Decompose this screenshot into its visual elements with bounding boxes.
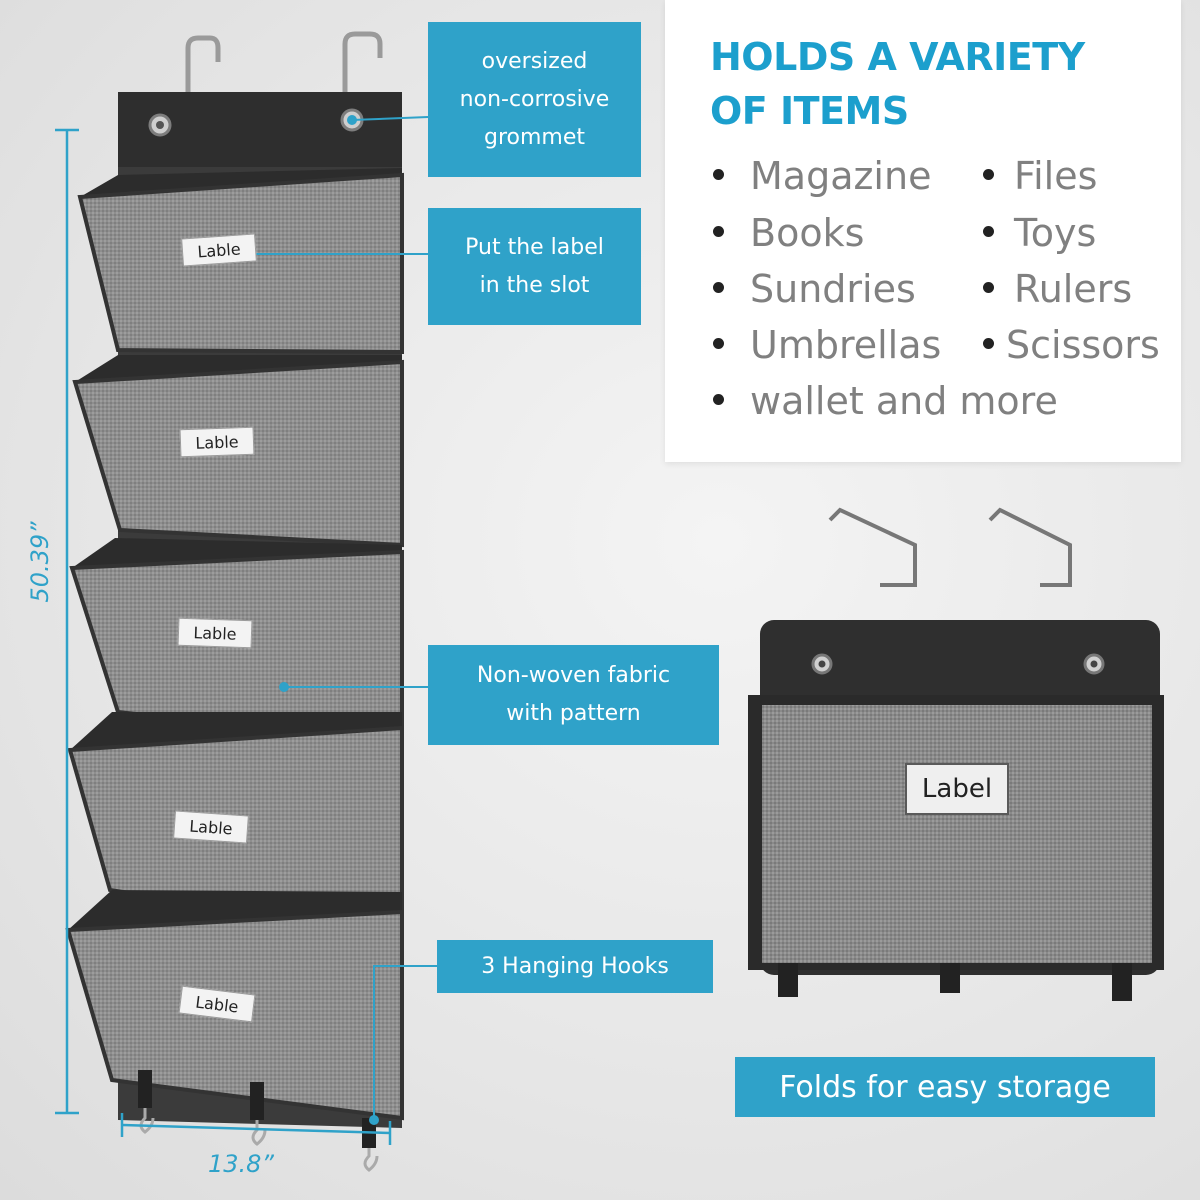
item-files: Files bbox=[983, 154, 1097, 198]
item-toys: Toys bbox=[983, 211, 1096, 255]
callout-fabric: Non-woven fabric with pattern bbox=[428, 645, 719, 745]
folded-front-pocket bbox=[762, 705, 1152, 963]
item-umbrellas: Umbrellas bbox=[713, 323, 941, 367]
bullet-icon bbox=[713, 338, 724, 349]
pocket-label-3: Lable bbox=[177, 617, 253, 649]
bottom-hooks bbox=[138, 1070, 379, 1172]
info-card: HOLDS A VARIETY OF ITEMS Magazine Books … bbox=[665, 0, 1181, 462]
width-dimension-label: 13.8” bbox=[208, 1150, 274, 1178]
loose-hook-right bbox=[988, 507, 1072, 587]
hanging-organizer-illustration bbox=[55, 31, 437, 1172]
pocket-3 bbox=[69, 538, 404, 748]
door-hook-right bbox=[342, 31, 383, 100]
width-dimension-line bbox=[120, 1113, 392, 1145]
item-rulers: Rulers bbox=[983, 267, 1132, 311]
callout-hooks: 3 Hanging Hooks bbox=[437, 940, 713, 993]
pocket-label-4: Lable bbox=[173, 810, 249, 844]
folded-label: Label bbox=[905, 763, 1009, 815]
callout-label-slot: Put the label in the slot bbox=[428, 208, 641, 325]
bullet-icon bbox=[713, 394, 724, 405]
folded-organizer-illustration bbox=[748, 507, 1164, 1001]
bullet-icon bbox=[983, 338, 994, 349]
storage-banner: Folds for easy storage bbox=[735, 1057, 1155, 1117]
item-books: Books bbox=[713, 211, 864, 255]
door-hook-left bbox=[185, 35, 221, 100]
item-sundries: Sundries bbox=[713, 267, 916, 311]
bullet-icon bbox=[983, 282, 994, 293]
bullet-icon bbox=[983, 226, 994, 237]
pocket-label-1: Lable bbox=[181, 233, 257, 267]
pocket-label-2: Lable bbox=[179, 426, 255, 458]
loose-hook-left bbox=[828, 507, 917, 587]
pocket-1 bbox=[77, 168, 404, 355]
bullet-icon bbox=[713, 226, 724, 237]
callout-grommet: oversized non-corrosive grommet bbox=[428, 22, 641, 177]
item-scissors: Scissors bbox=[983, 323, 1160, 367]
info-title: HOLDS A VARIETY OF ITEMS bbox=[710, 35, 1085, 133]
height-dimension-label: 50.39” bbox=[26, 521, 54, 603]
bullet-icon bbox=[713, 282, 724, 293]
bullet-icon bbox=[713, 169, 724, 180]
height-dimension-line bbox=[55, 128, 79, 1115]
bullet-icon bbox=[983, 169, 994, 180]
item-magazine: Magazine bbox=[713, 154, 931, 198]
item-wallet: wallet and more bbox=[713, 379, 1058, 423]
